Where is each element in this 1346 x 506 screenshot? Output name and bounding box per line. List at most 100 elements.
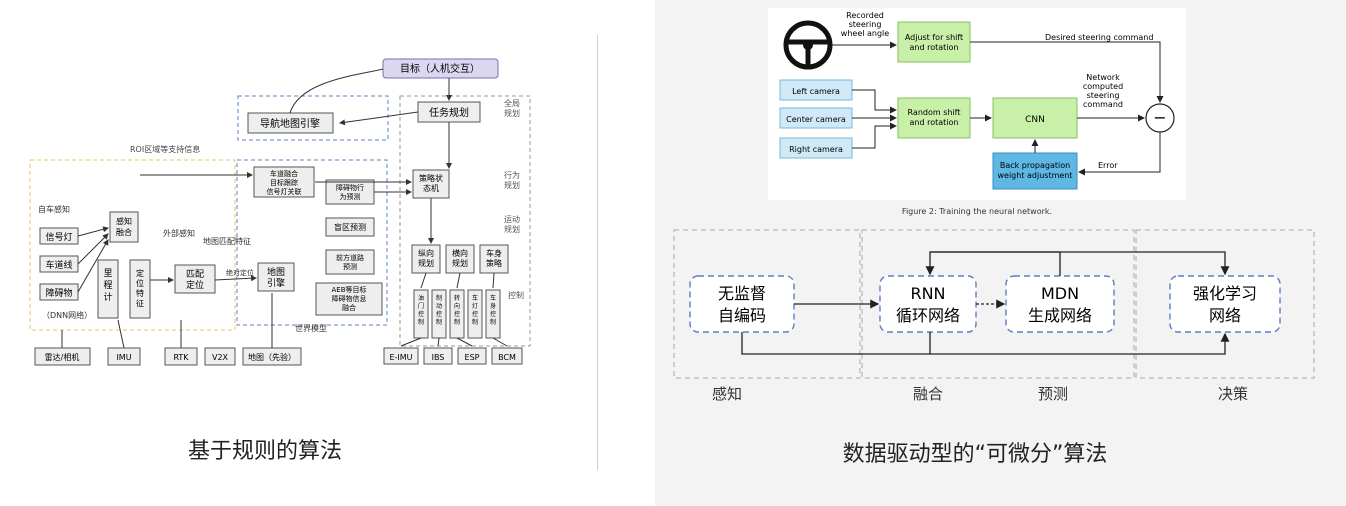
lower-connectors [741,251,1230,355]
adjust-shift-box [897,21,971,63]
perception-column [673,229,861,379]
longitudinal-label: 纵向规划 [418,248,434,268]
bcm-box [491,347,523,365]
global-planning-label: 全局规划 [504,98,520,118]
goal-box [382,58,499,79]
ctrl2-label: 制动控制 [436,294,442,326]
ctrl5-label: 车身控制 [490,294,496,326]
region-predict-box [325,217,375,237]
ctrl3-label: 转向控制 [454,294,460,326]
body-action-label: 车身策略 [486,248,502,268]
ibs-label: IBS [432,353,445,362]
front-road-predict-label: 前方道路预测 [336,253,364,271]
longitudinal-box [411,244,441,274]
sensor-rtk-label: RTK [173,353,189,362]
control-label: 控制 [508,290,524,300]
ctrl4-label: 车灯控制 [472,294,478,326]
location-feature-box [129,259,151,319]
world-model-region [236,159,388,326]
stage-decision-label: 决策 [1218,385,1248,403]
obstacle-predict-label: 障碍物行为预测 [336,183,364,201]
sensor-v2x-box [204,347,236,366]
nav-region [237,95,389,141]
minus-label: − [1153,108,1166,127]
left-camera-label: Left camera [792,87,840,96]
external-perception-label: 外部感知 [163,228,195,238]
map-matching-feature-label: 地图匹配特征 [203,236,251,246]
rl-label: 强化学习网络 [1193,284,1257,325]
odometer-label: 里程计 [103,268,112,303]
sensor-imu-label: IMU [116,353,131,362]
ctrl4-box [467,289,483,339]
nav-map-engine-label: 导航地图引擎 [260,117,320,130]
ibs-box [423,347,453,365]
unsup-label: 无监督自编码 [718,284,766,325]
eimu-box [383,347,419,365]
region-predict-label: 盲区预测 [334,222,366,232]
behavior-planning-label: 行为规划 [504,170,520,190]
ego-perception-label: 自车感知 [38,204,70,214]
bcm-label: BCM [498,353,516,362]
match-locate-box [174,264,216,294]
front-road-predict-box [325,249,375,275]
task-planning-label: 任务规划 [429,106,469,119]
perception-fusion-box [109,211,139,243]
lateral-box [445,244,475,274]
stage-perception-label: 感知 [712,385,742,403]
ctrl1-label: 油门控制 [418,294,424,326]
odometer-box [97,259,119,319]
signal-light-label: 信号灯 [45,231,72,243]
motion-planning-label: 运动规划 [504,214,520,234]
panel-divider [597,35,598,470]
obstacle-predict-box [325,179,375,205]
data-driven-caption: 数据驱动型的“可微分”算法 [842,442,1108,467]
perception-fusion-label: 感知融合 [116,216,132,237]
cnn-box [992,97,1078,139]
sensor-radar-label: 雷达/相机 [45,352,80,362]
figure-connectors [832,41,1164,176]
center-camera-label: Center camera [786,115,846,124]
roi-label: ROI区域等支持信息 [130,144,200,154]
rl-box [1169,275,1281,333]
esp-label: ESP [465,353,480,362]
pose-locate-label: 绝对定位 [226,268,254,277]
lane-line-label: 车道线 [45,259,72,271]
match-locate-label: 匹配定位 [186,269,204,291]
stage-fusion-label: 融合 [913,385,943,403]
figure-background [768,8,1186,200]
esp-box [457,347,487,365]
cnn-label: CNN [1025,115,1045,125]
location-feature-label: 定位特征 [136,268,144,308]
map-engine-label: 地图引擎 [267,266,285,289]
figure-caption: Figure 2: Training the neural network. [902,207,1052,216]
random-shift-box [897,97,971,139]
body-action-box [479,244,509,274]
back-prop-box [992,152,1078,190]
sensor-map-label: 地图（先验） [248,352,296,362]
rule-based-diagram: 目标（人机交互） 导航地图引擎 任务规划 全局规划 ROI区域等支持信息 自车感… [29,58,531,366]
decision-column [1135,229,1315,379]
right-camera-label: Right camera [789,145,843,154]
stage-predict-label: 预测 [1038,385,1068,403]
decision-state-label: 策略状态机 [419,173,443,193]
planning-region [399,95,531,347]
fusion-block-box [253,166,315,198]
aeb-block-label: AEB等目标障碍物信息融合 [331,285,366,312]
dnn-label: （DNN网络） [42,310,92,320]
map-engine-box [257,262,295,292]
goal-label: 目标（人机交互） [400,62,480,75]
aeb-block-box [315,282,383,316]
rule-based-caption: 基于规则的算法 [187,439,342,464]
obstacle-label: 障碍物 [45,287,72,299]
left-connectors [61,68,508,349]
perception-region [29,159,236,331]
sensor-v2x-label: V2X [212,353,229,362]
